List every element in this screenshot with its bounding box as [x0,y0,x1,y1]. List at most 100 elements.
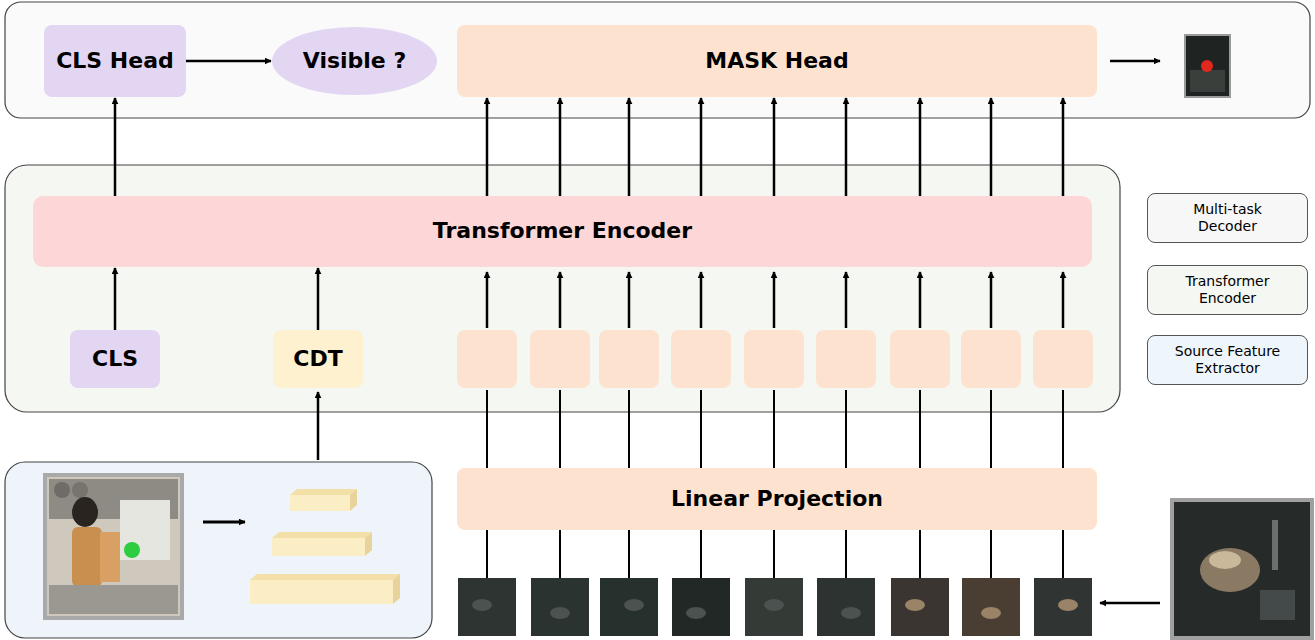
decoder-panel [5,2,1310,118]
encoder-bar: Transformer Encoder [33,196,1092,267]
token-arrow [990,272,993,328]
patch-detail [905,599,925,611]
token-arrow [773,272,776,328]
image-body [72,527,102,587]
token-wire [559,390,561,468]
key-box: Source Feature Extractor [1147,335,1308,385]
patch-detail [624,599,644,611]
patch-wire [845,530,847,578]
patch-wire [700,530,702,578]
output-mask-image [1185,35,1230,97]
node-label: Transformer Encoder [433,218,692,244]
image-patch [672,578,730,636]
flow-arrow [317,392,320,460]
image-cloth [100,532,120,582]
slab [250,580,393,604]
image-detail [1260,590,1295,620]
token-arrow [628,272,631,328]
token [599,330,659,388]
patch-detail [550,607,570,619]
token-box: CLS [70,330,160,388]
node-label: Transformer Encoder [1170,273,1285,307]
patch-wire [919,530,921,578]
token-arrow [559,272,562,328]
connector-arrow [486,98,489,196]
token-wire [845,390,847,468]
token [457,330,517,388]
token-arrow [700,272,703,328]
token-wire [773,390,775,468]
connector-arrow [628,98,631,196]
node-label: Multi-task Decoder [1170,201,1285,235]
image-patch [1034,578,1092,636]
node-label: CLS [92,346,138,372]
patch-wire [1062,530,1064,578]
node-label: CDT [293,346,342,372]
connector-arrow [186,60,271,63]
image-patch [531,578,589,636]
image-frame [1185,35,1230,97]
patch-detail [981,607,1001,619]
token-wire [990,390,992,468]
connector-arrow [559,98,562,196]
process-box: Linear Projection [457,468,1097,530]
image-patch [600,578,658,636]
head-box: CLS Head [44,25,186,97]
patch-wire [559,530,561,578]
mask-highlight [1201,60,1213,72]
node-label: Linear Projection [671,486,883,512]
target-image [1172,500,1312,638]
slab-top [250,574,400,580]
image-object [1200,548,1260,592]
image-head [72,497,98,527]
node-label: Visible ? [303,48,406,74]
head-box: MASK Head [457,25,1097,97]
flow-arrow [1110,60,1160,63]
image-patch [458,578,516,636]
connector-arrow [773,98,776,196]
patch-detail [472,599,492,611]
token-wire [700,390,702,468]
image-patch [891,578,949,636]
patch-wire [486,530,488,578]
token-wire [919,390,921,468]
connector-arrow [1062,98,1065,196]
connector-arrow [845,98,848,196]
token-arrow [486,272,489,328]
feature-pyramid [250,489,400,604]
image-patch [962,578,1020,636]
connector-arrow [919,98,922,196]
ellipse-fill [272,27,437,95]
slab-side [350,489,357,511]
key-box: Transformer Encoder [1147,265,1308,315]
token-row [457,272,1093,636]
token-arrow [919,272,922,328]
patch-wire [990,530,992,578]
connector-arrow [990,98,993,196]
image-frame [45,475,182,618]
patch-detail [764,599,784,611]
image-patch [745,578,803,636]
token [890,330,950,388]
connector-arrow [700,98,703,196]
token [1033,330,1093,388]
image-frame [1172,500,1312,638]
image-patch [817,578,875,636]
output-ellipse: Visible ? [272,27,437,95]
extractor-panel [5,462,432,638]
key-box: Multi-task Decoder [1147,193,1308,243]
token [744,330,804,388]
image-pot [54,482,70,498]
token [671,330,731,388]
image-pot [72,482,88,498]
flow-arrow [203,521,245,524]
slab [290,495,350,511]
token-box: CDT [273,330,363,388]
connector-arrow [114,268,117,330]
image-cabinet [120,500,170,560]
patch-wire [773,530,775,578]
token-arrow [1062,272,1065,328]
source-image [45,475,182,618]
image-object [124,542,140,558]
